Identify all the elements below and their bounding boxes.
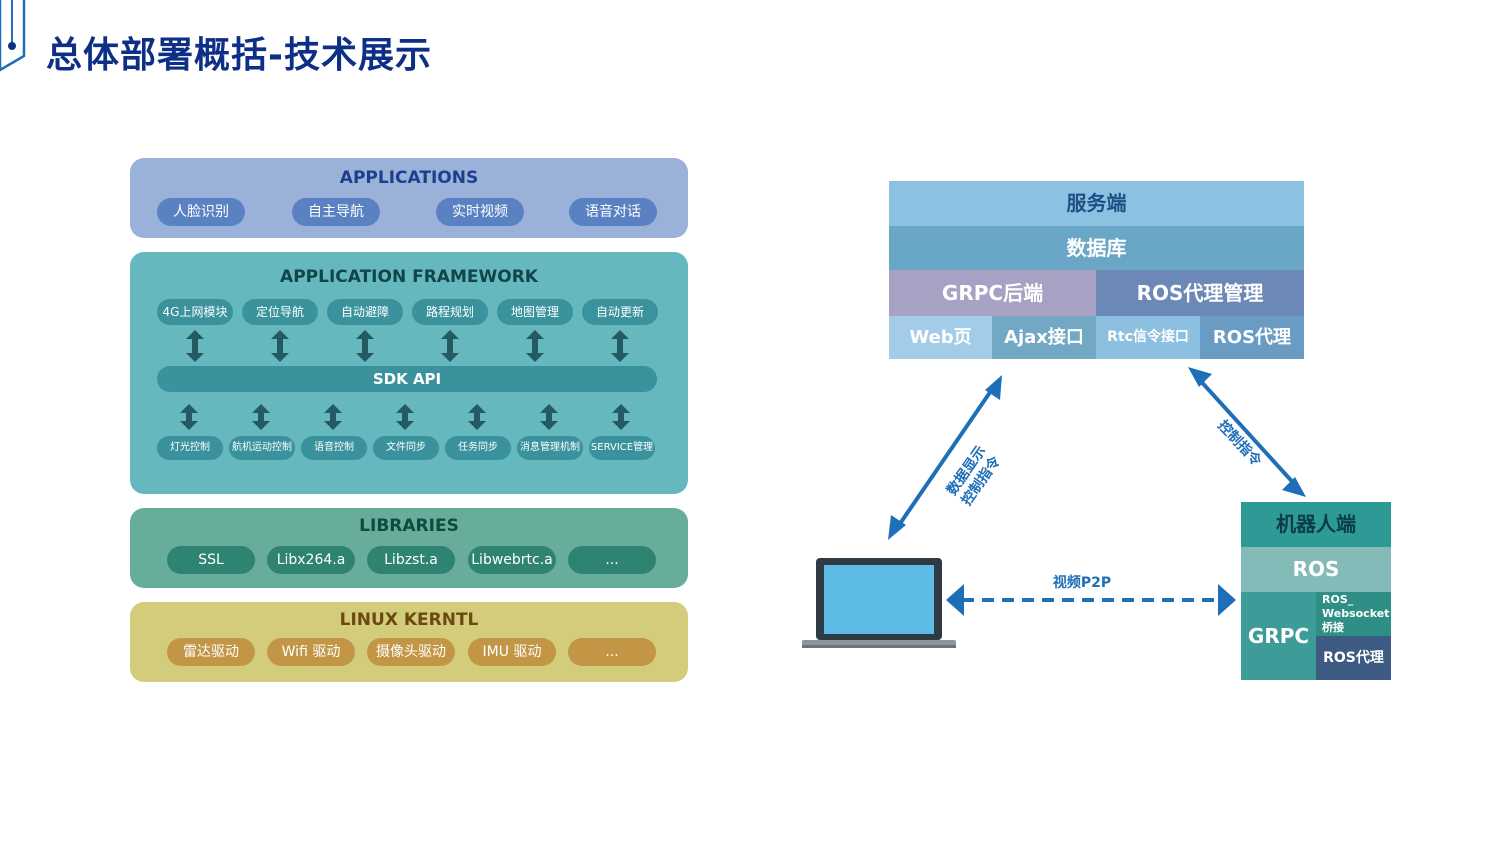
up-down-arrow-icon [441, 330, 459, 362]
libraries-title: LIBRARIES [359, 516, 459, 536]
framework-module: 4G上网模块 [157, 299, 233, 325]
ros-websocket-line: 桥接 [1322, 621, 1344, 634]
app-item: 语音对话 [569, 198, 657, 226]
database-cell: 数据库 [889, 226, 1304, 270]
arrowhead [1188, 367, 1212, 387]
robot-ros-websocket-cell: ROS_ Websocket 桥接 [1316, 592, 1391, 636]
up-down-arrow-icon [612, 404, 630, 430]
framework-module: 地图管理 [497, 299, 573, 325]
arrowhead [1282, 477, 1306, 497]
framework-module: 自动避障 [327, 299, 403, 325]
arrowhead [946, 584, 964, 616]
arrowhead [985, 375, 1002, 400]
ros-websocket-line: ROS_ [1322, 593, 1354, 606]
arrowhead [1218, 584, 1236, 616]
arrowhead [888, 515, 906, 540]
linux-title: LINUX KERNTL [339, 610, 479, 630]
sdk-service-item: SERVICE管理 [589, 436, 655, 460]
sdk-service-item: 航机运动控制 [229, 436, 295, 460]
framework-layer: APPLICATION FRAMEWORK SDK API 4G上网模块定位导航… [130, 252, 688, 494]
up-down-arrow-icon [186, 330, 204, 362]
up-down-arrow-icon [180, 404, 198, 430]
driver-item: Wifi 驱动 [267, 638, 355, 666]
up-down-arrow-icon [271, 330, 289, 362]
robot-grpc-cell: GRPC [1241, 592, 1316, 680]
sdk-service-item: 语音控制 [301, 436, 367, 460]
robot-title: 机器人端 [1241, 502, 1391, 547]
page-title: 总体部署概括-技术展示 [46, 35, 432, 76]
up-down-arrow-icon [468, 404, 486, 430]
applications-layer: APPLICATIONS 人脸识别 自主导航 实时视频 语音对话 [130, 158, 688, 238]
library-item: Libwebrtc.a [468, 546, 556, 574]
sdk-service-item: 任务同步 [445, 436, 511, 460]
driver-item: 雷达驱动 [167, 638, 255, 666]
laptop-server-arrow [895, 383, 997, 530]
driver-item: IMU 驱动 [468, 638, 556, 666]
up-down-arrow-icon [324, 404, 342, 430]
laptop-icon [802, 558, 956, 648]
framework-title: APPLICATION FRAMEWORK [280, 267, 538, 287]
ros-websocket-line: Websocket [1322, 607, 1390, 620]
up-down-arrow-icon [396, 404, 414, 430]
libraries-layer: LIBRARIES SSL Libx264.a Libzst.a Libwebr… [130, 508, 688, 588]
ajax-cell: Ajax接口 [992, 316, 1096, 359]
robot-ros-proxy-cell: ROS代理 [1316, 636, 1391, 680]
sdk-service-item: 文件同步 [373, 436, 439, 460]
ros-proxy-cell: ROS代理 [1200, 316, 1304, 359]
linux-layer: LINUX KERNTL 雷达驱动 Wifi 驱动 摄像头驱动 IMU 驱动 .… [130, 602, 688, 682]
app-item: 人脸识别 [157, 198, 245, 226]
rtc-cell: Rtc信令接口 [1096, 316, 1200, 359]
app-item: 实时视频 [436, 198, 524, 226]
ros-proxy-mgmt-cell: ROS代理管理 [1096, 270, 1304, 316]
library-item: ... [568, 546, 656, 574]
app-item: 自主导航 [292, 198, 380, 226]
driver-item: ... [568, 638, 656, 666]
framework-module: 自动更新 [582, 299, 658, 325]
laptop-robot-label: 视频P2P [1052, 575, 1112, 591]
up-down-arrow-icon [252, 404, 270, 430]
server-title: 服务端 [889, 181, 1304, 226]
server-robot-arrow [1195, 375, 1300, 490]
sdk-api-bar: SDK API [157, 366, 657, 392]
applications-title: APPLICATIONS [339, 168, 479, 188]
robot-ros-cell: ROS [1241, 547, 1391, 592]
up-down-arrow-icon [526, 330, 544, 362]
library-item: SSL [167, 546, 255, 574]
sdk-service-item: 灯光控制 [157, 436, 223, 460]
library-item: Libx264.a [267, 546, 355, 574]
sdk-service-item: 消息管理机制 [517, 436, 583, 460]
framework-module: 路程规划 [412, 299, 488, 325]
web-page-cell: Web页 [889, 316, 992, 359]
driver-item: 摄像头驱动 [367, 638, 455, 666]
up-down-arrow-icon [540, 404, 558, 430]
framework-module: 定位导航 [242, 299, 318, 325]
up-down-arrow-icon [611, 330, 629, 362]
up-down-arrow-icon [356, 330, 374, 362]
grpc-backend-cell: GRPC后端 [889, 270, 1096, 316]
corner-logo-icon [0, 0, 26, 72]
library-item: Libzst.a [367, 546, 455, 574]
